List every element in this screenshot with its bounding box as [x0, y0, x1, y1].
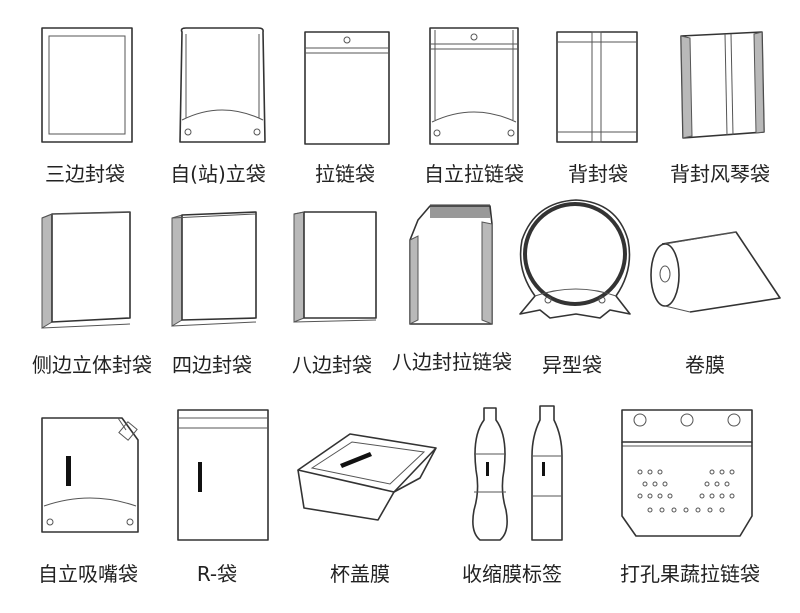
zipper-bag-icon	[304, 31, 390, 145]
label-stand-up-zipper-bag: 自立拉链袋	[424, 162, 524, 186]
spout-pouch-icon	[41, 417, 139, 533]
four-side-seal-bag-icon	[171, 211, 257, 327]
label-zipper-bag: 拉链袋	[315, 162, 375, 186]
stand-up-zipper-bag-icon	[429, 27, 519, 145]
shaped-bag-icon	[519, 199, 631, 319]
label-four-side-seal-bag: 四边封袋	[172, 353, 252, 377]
label-back-seal-bag: 背封袋	[568, 162, 628, 186]
label-r-bag: R-袋	[196, 562, 238, 586]
cup-lid-film-icon	[297, 433, 437, 521]
r-bag-icon	[177, 409, 269, 541]
label-stand-up-pouch: 自(站)立袋	[170, 162, 266, 186]
label-eight-side-zipper-bag: 八边封拉链袋	[392, 350, 512, 374]
back-seal-gusset-bag-icon	[680, 31, 765, 139]
label-cup-lid-film: 杯盖膜	[330, 562, 390, 586]
eight-side-seal-bag-icon	[293, 211, 377, 323]
eight-side-zipper-bag-icon	[409, 204, 493, 325]
perforated-produce-zipper-bag-icon	[621, 409, 753, 537]
label-perforated-produce-zipper-bag: 打孔果蔬拉链袋	[620, 562, 760, 586]
side-gusset-bag-icon	[41, 211, 131, 329]
label-shrink-sleeve-label: 收缩膜标签	[462, 562, 562, 586]
label-three-side-seal-bag: 三边封袋	[45, 162, 125, 186]
back-seal-bag-icon	[556, 31, 638, 143]
label-shaped-bag: 异型袋	[542, 353, 602, 377]
three-side-seal-bag-icon	[41, 27, 133, 143]
roll-film-icon	[650, 231, 781, 313]
stand-up-pouch-icon	[179, 27, 266, 143]
label-back-seal-gusset-bag: 背封风琴袋	[670, 162, 770, 186]
label-spout-pouch: 自立吸嘴袋	[38, 562, 138, 586]
shrink-sleeve-label-icon	[472, 405, 563, 541]
label-eight-side-seal-bag: 八边封袋	[292, 353, 372, 377]
label-side-gusset-bag: 侧边立体封袋	[32, 353, 152, 377]
label-roll-film: 卷膜	[685, 353, 725, 377]
